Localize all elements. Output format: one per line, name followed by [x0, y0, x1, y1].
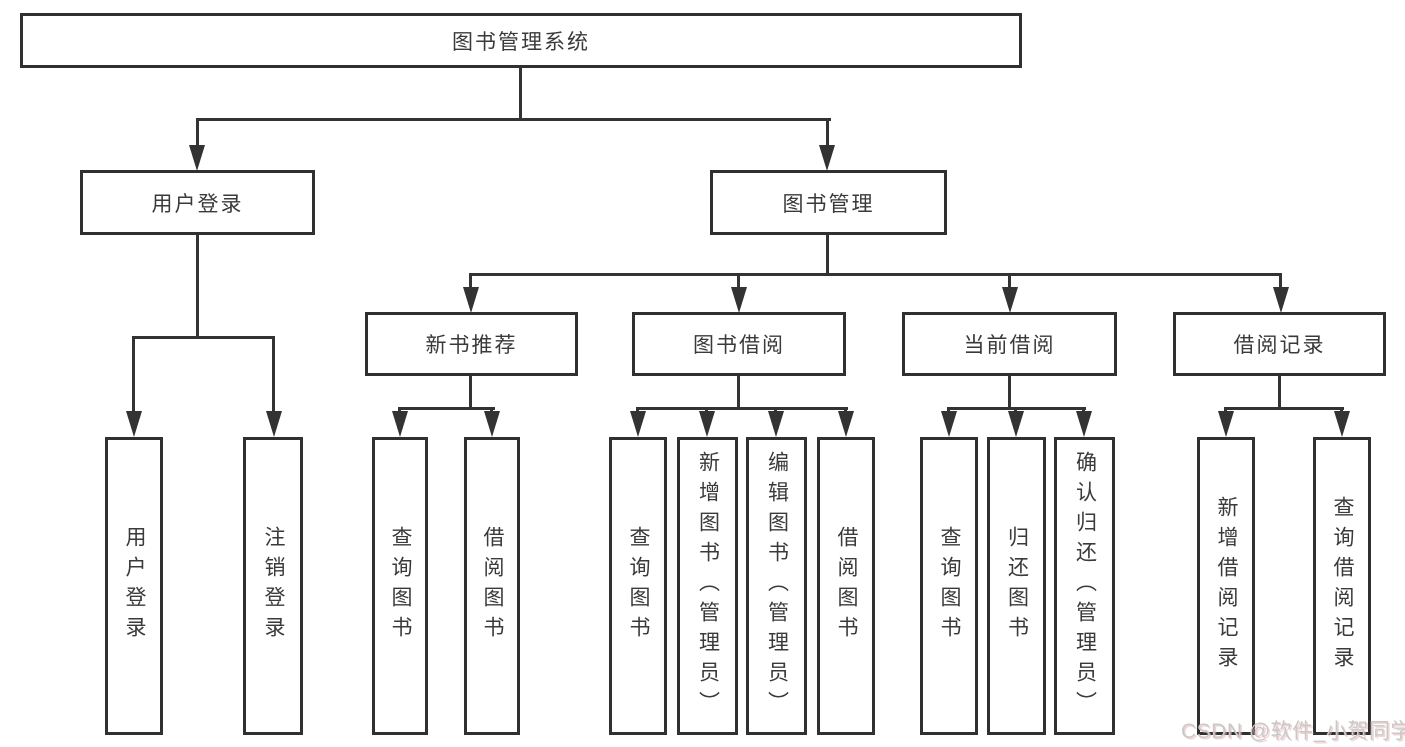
leaf-recommend-query-book: 查询图书 [372, 437, 428, 735]
leaf-query-borrow-record-label: 查询借阅记录 [1331, 496, 1354, 676]
arrow-down-icon [630, 411, 646, 437]
connector-line [636, 407, 848, 410]
connector-line [1008, 376, 1011, 410]
connector-line [519, 68, 522, 120]
leaf-confirm-return-admin-label: 确认归还（管理员） [1073, 451, 1097, 721]
leaf-add-borrow-record-label: 新增借阅记录 [1215, 496, 1238, 676]
node-current-borrowing-label: 当前借阅 [963, 334, 1056, 357]
leaf-return-book-label: 归还图书 [1005, 526, 1029, 646]
arrow-down-icon [1008, 411, 1024, 437]
node-user-login-label: 用户登录 [151, 192, 244, 216]
leaf-add-book-admin-label: 新增图书（管理员） [696, 451, 720, 721]
connector-line [737, 273, 740, 297]
connector-line [272, 336, 275, 426]
leaf-user-login-label: 用户登录 [123, 526, 146, 646]
connector-line [469, 376, 472, 410]
arrow-down-icon [463, 287, 479, 313]
node-user-login: 用户登录 [80, 170, 315, 235]
connector-line [1224, 407, 1344, 410]
leaf-borrowing-query-book-label: 查询图书 [627, 526, 650, 646]
node-borrowing-records-label: 借阅记录 [1233, 334, 1326, 357]
arrow-down-icon [731, 287, 747, 313]
connector-line [469, 273, 472, 297]
leaf-current-query-book: 查询图书 [920, 437, 978, 735]
csdn-watermark: CSDN @软件_小贺同学 [1181, 720, 1405, 743]
leaf-borrowing-borrow-book-label: 借阅图书 [835, 526, 858, 646]
connector-line [1008, 273, 1011, 297]
node-borrowing-records: 借阅记录 [1173, 312, 1386, 376]
arrow-down-icon [189, 145, 205, 171]
arrow-down-icon [699, 411, 715, 437]
arrow-down-icon [1273, 287, 1289, 313]
connector-line [737, 376, 740, 410]
connector-line [1278, 376, 1281, 410]
leaf-query-borrow-record: 查询借阅记录 [1313, 437, 1371, 735]
connector-line [826, 118, 829, 151]
connector-line [196, 118, 199, 151]
arrow-down-icon [819, 145, 835, 171]
leaf-borrowing-query-book: 查询图书 [609, 437, 667, 735]
node-current-borrowing: 当前借阅 [902, 312, 1117, 376]
arrow-down-icon [126, 411, 142, 437]
leaf-recommend-query-book-label: 查询图书 [389, 526, 412, 646]
connector-line [132, 336, 275, 339]
connector-line [398, 407, 495, 410]
arrow-down-icon [1076, 411, 1092, 437]
arrow-down-icon [1002, 287, 1018, 313]
leaf-borrowing-borrow-book: 借阅图书 [817, 437, 875, 735]
node-book-borrowing-label: 图书借阅 [693, 334, 785, 357]
arrow-down-icon [266, 411, 282, 437]
arrow-down-icon [941, 411, 957, 437]
connector-line [196, 235, 199, 339]
leaf-logout-label: 注销登录 [262, 526, 285, 646]
leaf-recommend-borrow-book: 借阅图书 [464, 437, 520, 735]
arrow-down-icon [1334, 411, 1350, 437]
leaf-current-query-book-label: 查询图书 [938, 526, 961, 646]
leaf-recommend-borrow-book-label: 借阅图书 [481, 526, 504, 646]
arrow-down-icon [838, 411, 854, 437]
connector-line [469, 273, 1282, 276]
node-root-label: 图书管理系统 [452, 30, 590, 54]
leaf-edit-book-admin: 编辑图书（管理员） [746, 437, 807, 735]
leaf-add-borrow-record: 新增借阅记录 [1197, 437, 1255, 735]
connector-line [826, 235, 829, 276]
node-root: 图书管理系统 [20, 13, 1022, 68]
leaf-edit-book-admin-label: 编辑图书（管理员） [765, 451, 789, 721]
node-book-management-label: 图书管理 [782, 192, 875, 216]
arrow-down-icon [1218, 411, 1234, 437]
arrow-down-icon [768, 411, 784, 437]
leaf-return-book: 归还图书 [987, 437, 1046, 735]
connector-line [196, 118, 831, 121]
leaf-logout: 注销登录 [243, 437, 303, 735]
leaf-user-login: 用户登录 [105, 437, 163, 735]
node-book-management: 图书管理 [710, 170, 947, 235]
node-new-book-recommend-label: 新书推荐 [425, 334, 518, 357]
node-new-book-recommend: 新书推荐 [365, 312, 578, 376]
connector-line [1279, 273, 1282, 297]
node-book-borrowing: 图书借阅 [632, 312, 846, 376]
leaf-add-book-admin: 新增图书（管理员） [677, 437, 738, 735]
arrow-down-icon [484, 411, 500, 437]
arrow-down-icon [392, 411, 408, 437]
connector-line [132, 336, 135, 426]
leaf-confirm-return-admin: 确认归还（管理员） [1054, 437, 1115, 735]
